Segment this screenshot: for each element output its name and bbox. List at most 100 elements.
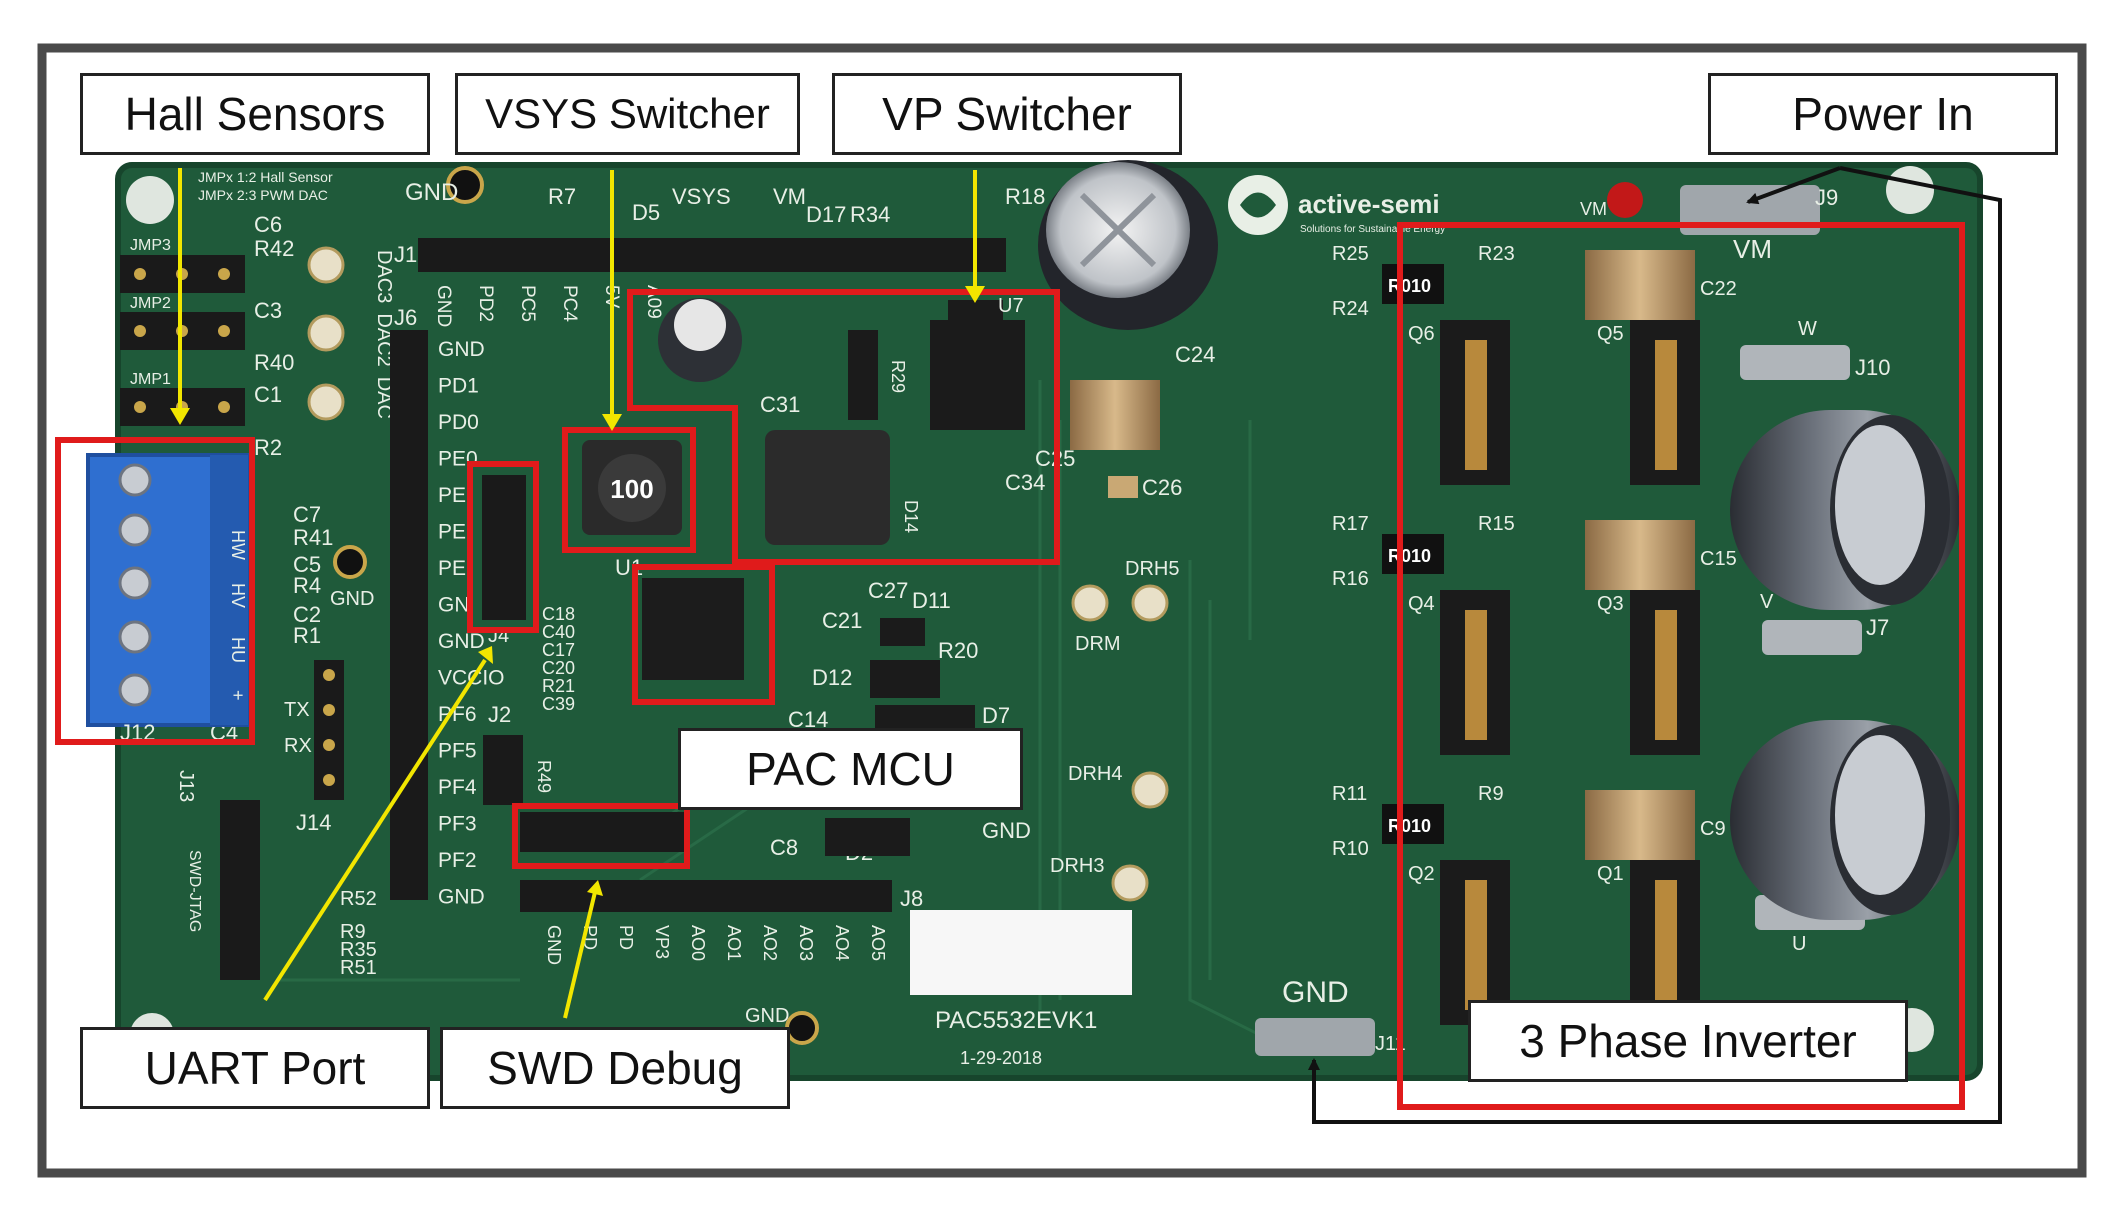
- highlight-hall-terminal: [55, 437, 255, 745]
- silk-c6: C6: [254, 212, 282, 237]
- silk-c14: C14: [788, 707, 828, 732]
- silk-r18: R18: [1005, 184, 1045, 209]
- silk-resistor: R16: [1332, 568, 1369, 590]
- silk-jmp2: JMP2: [130, 295, 171, 312]
- j6-pin-label: PE: [438, 557, 466, 580]
- silk-r34: R34: [850, 202, 890, 227]
- silk-c8: C8: [770, 835, 798, 860]
- silk-c31: C31: [760, 392, 800, 417]
- hall-test-points: [307, 246, 345, 421]
- inverter-bulk-cap-top: [1730, 410, 1960, 610]
- silk-j10: J10: [1855, 355, 1890, 380]
- silk-j6: J6: [394, 305, 417, 330]
- silk-c5: C5: [293, 552, 321, 577]
- vp-inductor: [765, 430, 890, 545]
- silk-c24: C24: [1175, 342, 1215, 367]
- j6-pin-label: PE: [438, 521, 466, 544]
- silk-resistor: R23: [1478, 243, 1515, 265]
- silk-resistor: R9: [1478, 783, 1504, 805]
- silk-c1: C1: [254, 382, 282, 407]
- silk-mosfet: Q5: [1597, 323, 1624, 345]
- j1-pin-label: PC4: [559, 285, 580, 322]
- j6-pin-label: PD0: [438, 411, 479, 434]
- silk-mosfet: Q3: [1597, 593, 1624, 615]
- j2-header: [483, 735, 523, 805]
- pac-mcu-chip: [642, 578, 744, 680]
- silk-jmp3: JMP3: [130, 237, 171, 254]
- silk-jmp-note-1: JMPx 1:2 Hall Sensor: [198, 169, 333, 185]
- gnd-connector: [1255, 1018, 1375, 1056]
- silk-rx: RX: [284, 735, 312, 757]
- highlight-uart-header: [467, 461, 539, 633]
- silk-d11: D11: [912, 588, 951, 613]
- silk-r42: R42: [254, 236, 294, 261]
- silk-u7: U7: [998, 295, 1024, 317]
- cap-c26: [1108, 476, 1138, 498]
- silk-r2: R2: [254, 435, 282, 460]
- silk-vm-connector: VM: [1733, 234, 1772, 264]
- silk-resistor: R15: [1478, 513, 1515, 535]
- silk-drm: DRM: [1075, 633, 1121, 655]
- silk-gnd-mid: GND: [982, 818, 1031, 843]
- drive-test-points: [1071, 584, 1169, 902]
- silk-terminal-hv: HV: [228, 583, 248, 608]
- j6-pin-label: PF2: [438, 849, 477, 872]
- silk-brand: active-semi: [1298, 189, 1440, 219]
- label-power-in: Power In: [1708, 73, 2058, 155]
- ceramic-capacitor: [1585, 520, 1695, 590]
- silk-d17: D17: [806, 202, 846, 227]
- silk-r1: R1: [293, 623, 321, 648]
- silk-resistor: R24: [1332, 298, 1369, 320]
- silk-vsys: VSYS: [672, 184, 731, 209]
- j8-pin-label: AO0: [688, 925, 708, 961]
- highlight-pac-mcu: [632, 564, 775, 705]
- silk-j8: J8: [900, 886, 923, 911]
- j8-pin-label: AO2: [760, 925, 780, 961]
- label-hall-sensors: Hall Sensors: [80, 73, 430, 155]
- j6-pin-label: GND: [438, 630, 485, 653]
- silk-r4: R4: [293, 573, 321, 598]
- silk-r7: R7: [548, 184, 576, 209]
- swd-header: [520, 812, 685, 852]
- diode-d2: [825, 818, 910, 856]
- shunt-marking: R010: [1388, 546, 1431, 566]
- silk-board-name: PAC5532EVK1: [935, 1007, 1097, 1034]
- j6-pin-label: GND: [438, 338, 485, 361]
- silk-drh3: DRH3: [1050, 855, 1104, 877]
- j1-header: [418, 238, 1006, 272]
- j6-pin-label: GN: [438, 594, 470, 617]
- silk-terminal-plus: +: [228, 690, 248, 701]
- label-uart-port: UART Port: [80, 1027, 430, 1109]
- silk-c39: C39: [542, 694, 575, 714]
- j6-pin-labels: GNDPD1PD0PE0PEPEPEGNGNDVCCIOPF6PF5PF4PF3…: [438, 338, 505, 909]
- silk-c34: C34: [1005, 470, 1045, 495]
- silk-d7: D7: [982, 703, 1010, 728]
- label-swd-debug: SWD Debug: [440, 1027, 790, 1109]
- mosfet-tab: [1655, 880, 1677, 1010]
- gnd-testpoint-left: [333, 545, 367, 579]
- j1-pin-label: GND: [433, 285, 454, 327]
- silk-c18: C18: [542, 604, 575, 624]
- silk-capacitor: C22: [1700, 278, 1737, 300]
- silk-c26: C26: [1142, 475, 1182, 500]
- diode-d12: [870, 660, 940, 698]
- mosfet-tab: [1655, 610, 1677, 740]
- label-vp-switcher: VP Switcher: [832, 73, 1182, 155]
- j6-pin-label: PF4: [438, 776, 477, 799]
- silk-resistor: R17: [1332, 513, 1369, 535]
- silk-c7: C7: [293, 502, 321, 527]
- mosfet-tab: [1655, 340, 1677, 470]
- jumpers: [120, 255, 245, 426]
- label-three-phase-inverter: 3 Phase Inverter: [1468, 1000, 1908, 1082]
- silk-r41: R41: [293, 525, 333, 550]
- silk-resistor: R25: [1332, 243, 1369, 265]
- silk-r20: R20: [938, 638, 978, 663]
- inductor-marking: 100: [610, 474, 653, 504]
- terminal-block: [86, 453, 250, 727]
- silk-r9: R9: [340, 921, 366, 943]
- j6-pin-label: PF3: [438, 813, 477, 836]
- shunt-resistor: [1382, 264, 1444, 304]
